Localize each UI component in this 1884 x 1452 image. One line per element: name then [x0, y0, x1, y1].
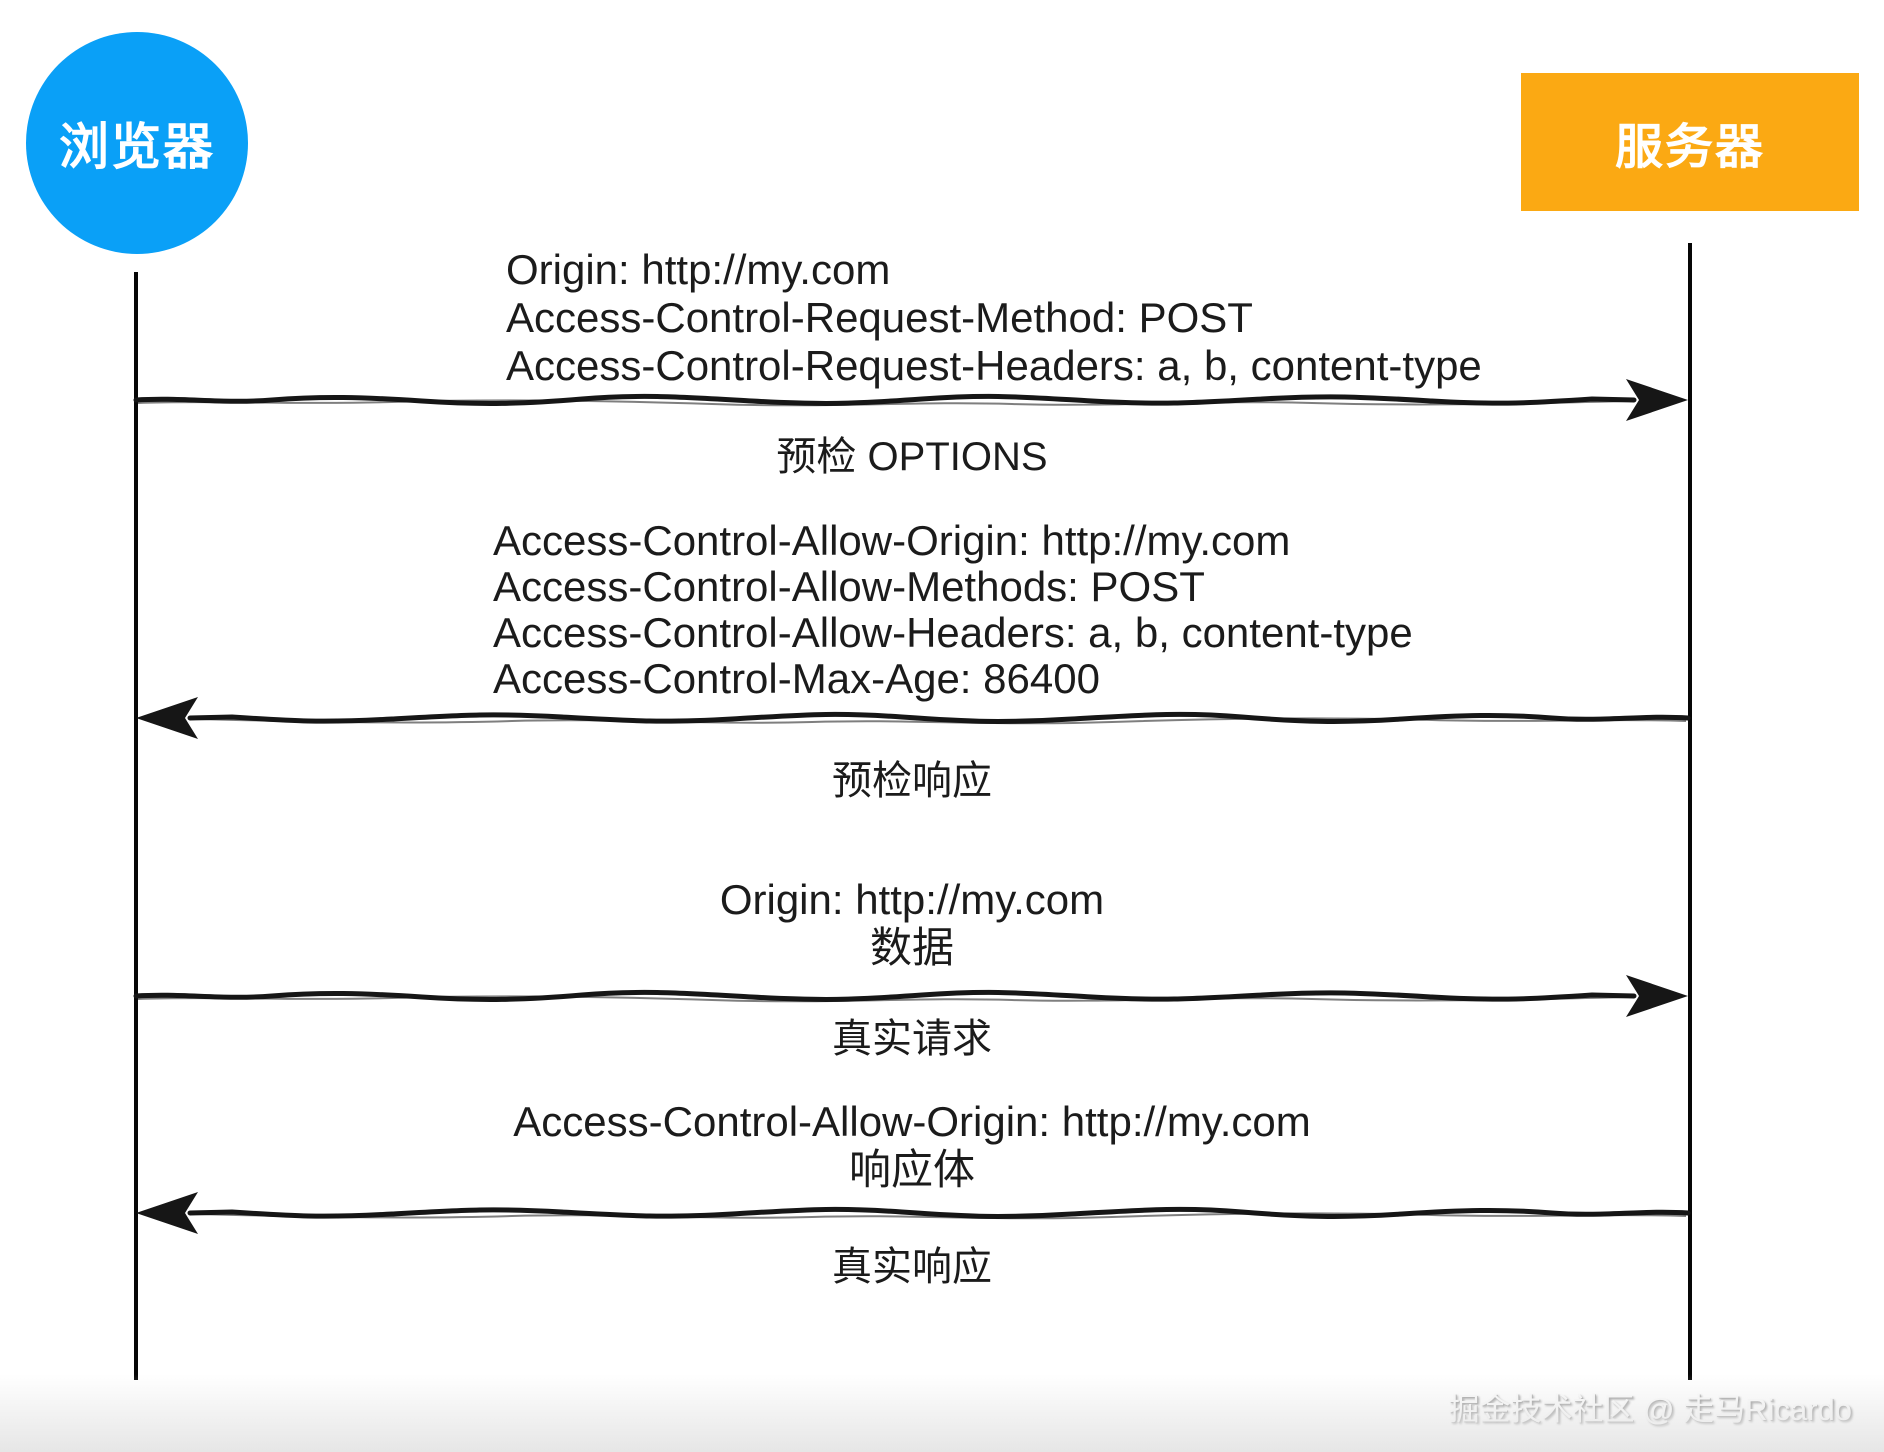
- actual-request-arrow: [132, 974, 1692, 1018]
- arrow-right-icon: [133, 379, 1688, 421]
- message-line: Access-Control-Request-Method: POST: [506, 294, 1253, 341]
- arrow-left-icon: [136, 697, 1691, 739]
- message-line: Access-Control-Max-Age: 86400: [493, 655, 1100, 702]
- server-actor: 服务器: [1521, 73, 1859, 211]
- browser-actor-label: 浏览器: [59, 119, 215, 175]
- arrow-right-icon: [133, 975, 1688, 1017]
- preflight-response-arrow: [132, 696, 1692, 740]
- actual-request-headers: Origin: http://my.com 数据: [134, 876, 1690, 972]
- arrow-left-icon: [136, 1192, 1691, 1234]
- actual-response-arrow: [132, 1191, 1692, 1235]
- actual-request-label: 真实请求: [832, 1017, 992, 1061]
- preflight-response-label: 预检响应: [832, 759, 992, 803]
- preflight-response-headers: Access-Control-Allow-Origin: http://my.c…: [493, 518, 1413, 702]
- message-line: Access-Control-Allow-Origin: http://my.c…: [513, 1098, 1311, 1145]
- watermark: 掘金技术社区 @ 走马Ricardo: [1448, 1392, 1852, 1427]
- message-line: 数据: [869, 924, 954, 971]
- actual-response-headers: Access-Control-Allow-Origin: http://my.c…: [134, 1098, 1690, 1194]
- server-actor-label: 服务器: [1614, 121, 1765, 174]
- preflight-request-arrow: [132, 378, 1692, 422]
- message-line: Origin: http://my.com: [719, 876, 1105, 923]
- message-line: Access-Control-Allow-Origin: http://my.c…: [493, 517, 1291, 564]
- server-lifeline: [1688, 243, 1692, 1380]
- preflight-request-label: 预检 OPTIONS: [776, 435, 1048, 479]
- actual-response-label: 真实响应: [832, 1245, 992, 1289]
- message-line: Origin: http://my.com: [506, 246, 891, 293]
- message-line: Access-Control-Allow-Methods: POST: [493, 563, 1205, 610]
- browser-actor: 浏览器: [26, 32, 248, 254]
- preflight-request-headers: Origin: http://my.com Access-Control-Req…: [506, 246, 1482, 390]
- message-line: 响应体: [848, 1146, 975, 1193]
- message-line: Access-Control-Request-Headers: a, b, co…: [506, 342, 1482, 389]
- browser-lifeline: [134, 272, 138, 1380]
- message-line: Access-Control-Allow-Headers: a, b, cont…: [493, 609, 1413, 656]
